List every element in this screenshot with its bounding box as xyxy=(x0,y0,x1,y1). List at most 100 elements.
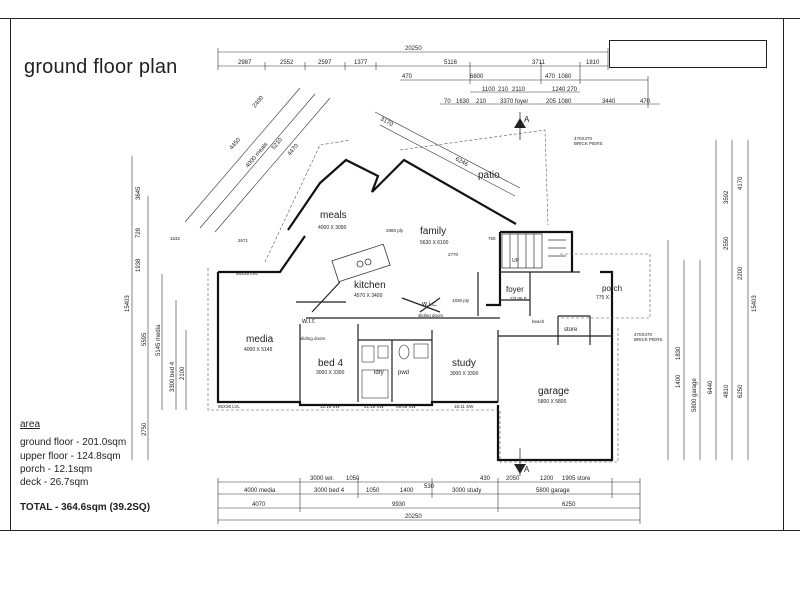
label-sliding-doors-1: sliding doors xyxy=(300,336,326,341)
label-beach: beach xyxy=(532,319,545,324)
dim-left-5: 5595 xyxy=(142,332,148,346)
dim-top-overall: 20250 xyxy=(405,46,422,52)
right-border xyxy=(783,18,784,530)
dim-left-4: 15403 xyxy=(125,295,131,312)
room-garage: garage xyxy=(538,386,570,397)
room-media: media xyxy=(246,334,274,345)
dim-right-11: 1400 xyxy=(676,374,682,388)
room-study-size: 3000 X 3300 xyxy=(450,371,479,377)
room-family-size: 5630 X 6100 xyxy=(420,240,449,246)
room-store: store xyxy=(564,327,578,333)
room-labels: patio meals 4000 X 3090 family 5630 X 61… xyxy=(244,170,622,405)
top-border xyxy=(0,18,800,19)
misc-label-9: 12.18 SW xyxy=(320,404,341,409)
dim-bottom-r1-5: 1200 xyxy=(540,476,554,482)
stair xyxy=(501,233,566,269)
dim-right-4: 2200 xyxy=(738,266,744,280)
dim-left-1: 3645 xyxy=(136,186,142,200)
bottom-dimension-lines xyxy=(217,478,641,524)
area-line-ground: ground floor - 201.0sqm xyxy=(20,437,127,449)
dim-bottom-r3-2: 9930 xyxy=(392,502,406,508)
dim-top-r4-5: 205 xyxy=(546,99,557,105)
dim-bottom-r1-1: 3000 wir. xyxy=(310,476,334,482)
room-meals-size: 4000 X 3090 xyxy=(318,225,347,231)
misc-label-4: 2770 xyxy=(448,252,459,257)
dim-bottom-r1-6: 1905 store xyxy=(562,476,591,482)
room-wir: w.i.r. xyxy=(301,318,316,325)
left-dimension-lines xyxy=(131,156,187,460)
misc-label-12: 2/3.06 B xyxy=(510,296,527,301)
dim-right-8: 6440 xyxy=(708,380,714,394)
diagonal-dimension-lines xyxy=(184,87,521,233)
room-media-size: 4000 X 5145 xyxy=(244,347,273,353)
room-porch: porch xyxy=(602,284,622,293)
dim-diag-6: 3170 xyxy=(379,116,394,128)
dim-bottom-r3-1: 4070 xyxy=(252,502,266,508)
diagonal-dimension-text: 2400 4450 4000 meals 5210 4470 3170 6246 xyxy=(229,95,469,170)
area-heading: area xyxy=(20,419,41,430)
kitchen-island xyxy=(331,243,391,283)
dim-top-7: 1810 xyxy=(586,60,600,66)
bathroom-fixtures xyxy=(361,343,429,399)
dim-diag-7: 6246 xyxy=(454,156,469,168)
dim-top-4: 1377 xyxy=(354,60,368,66)
room-bed4: bed 4 xyxy=(318,358,343,369)
dim-top-r4-8: 470 xyxy=(640,99,651,105)
dim-bottom-r2-3: 1050 xyxy=(366,488,380,494)
dim-diag-3: 4000 meals xyxy=(245,142,270,170)
room-patio: patio xyxy=(478,170,500,181)
dim-right-6: 1830 xyxy=(676,346,682,360)
left-dimension-text: 3645 728 1938 15403 5595 5145 media 3300… xyxy=(125,186,186,436)
dim-top-r4-4: 3370 foyer xyxy=(500,99,528,105)
dim-top-r2-1: 470 xyxy=(402,74,413,80)
dim-bottom-r1-3: 430 xyxy=(480,476,491,482)
dim-top-r3-5: 270 xyxy=(567,87,578,93)
dim-top-r3-1: 1100 xyxy=(482,87,496,93)
dim-right-2: 3592 xyxy=(724,190,730,204)
right-dimension-text: 4170 3592 2550 2200 15403 1830 5800 gara… xyxy=(676,176,758,412)
dim-right-3: 2550 xyxy=(724,236,730,250)
dim-left-3: 1938 xyxy=(136,258,142,272)
left-border xyxy=(10,18,11,530)
dim-bottom-r3-3: 6250 xyxy=(562,502,576,508)
dim-bottom-overall: 20250 xyxy=(405,514,422,520)
section-marker-top: A xyxy=(524,115,530,124)
dim-left-6: 5145 media xyxy=(156,324,162,356)
room-garage-size: 5800 X 5800 xyxy=(538,399,567,405)
dim-top-6: 3711 xyxy=(532,60,546,66)
dim-left-9: 2750 xyxy=(142,422,148,436)
top-dimension-lines xyxy=(217,48,660,108)
bottom-border xyxy=(0,530,800,531)
label-sliding-doors-2: sliding doors xyxy=(418,313,444,318)
dim-top-r4-7: 3440 xyxy=(602,99,616,105)
misc-label-3: 2860 ply xyxy=(386,228,404,233)
dim-top-r3-2: 210 xyxy=(498,87,509,93)
label-stair-up: UP xyxy=(512,258,520,264)
dim-top-1: 2987 xyxy=(238,60,252,66)
dim-left-7: 3300 bed 4 xyxy=(170,361,176,392)
misc-label-7: 95X36 LVL xyxy=(218,404,240,409)
dim-top-r2-4: 1080 xyxy=(558,74,572,80)
misc-label-11: 09.09 SW xyxy=(396,404,417,409)
room-kitchen-size: 4570 X 3400 xyxy=(354,293,383,299)
dim-top-r4-2: 1630 xyxy=(456,99,470,105)
dim-left-2: 728 xyxy=(136,227,142,238)
room-family: family xyxy=(420,226,446,237)
dim-diag-1: 2400 xyxy=(252,95,266,110)
dim-diag-2: 4450 xyxy=(229,137,243,152)
room-pwd: pwd xyxy=(398,370,409,376)
dim-diag-4: 5210 xyxy=(271,137,285,152)
misc-label-13: 95X36 LVL xyxy=(236,271,258,276)
area-summary: area ground floor - 201.0sqm upper floor… xyxy=(20,418,150,515)
dim-top-r4-1: 70 xyxy=(444,99,451,105)
dim-bottom-r2-2: 3000 bed 4 xyxy=(314,488,345,494)
internal-walls xyxy=(296,271,612,402)
dim-right-10: 6250 xyxy=(738,384,744,398)
dim-top-5: 5116 xyxy=(444,60,458,66)
dim-bottom-r2-4: 1400 xyxy=(400,488,414,494)
dim-right-1: 4170 xyxy=(738,176,744,190)
